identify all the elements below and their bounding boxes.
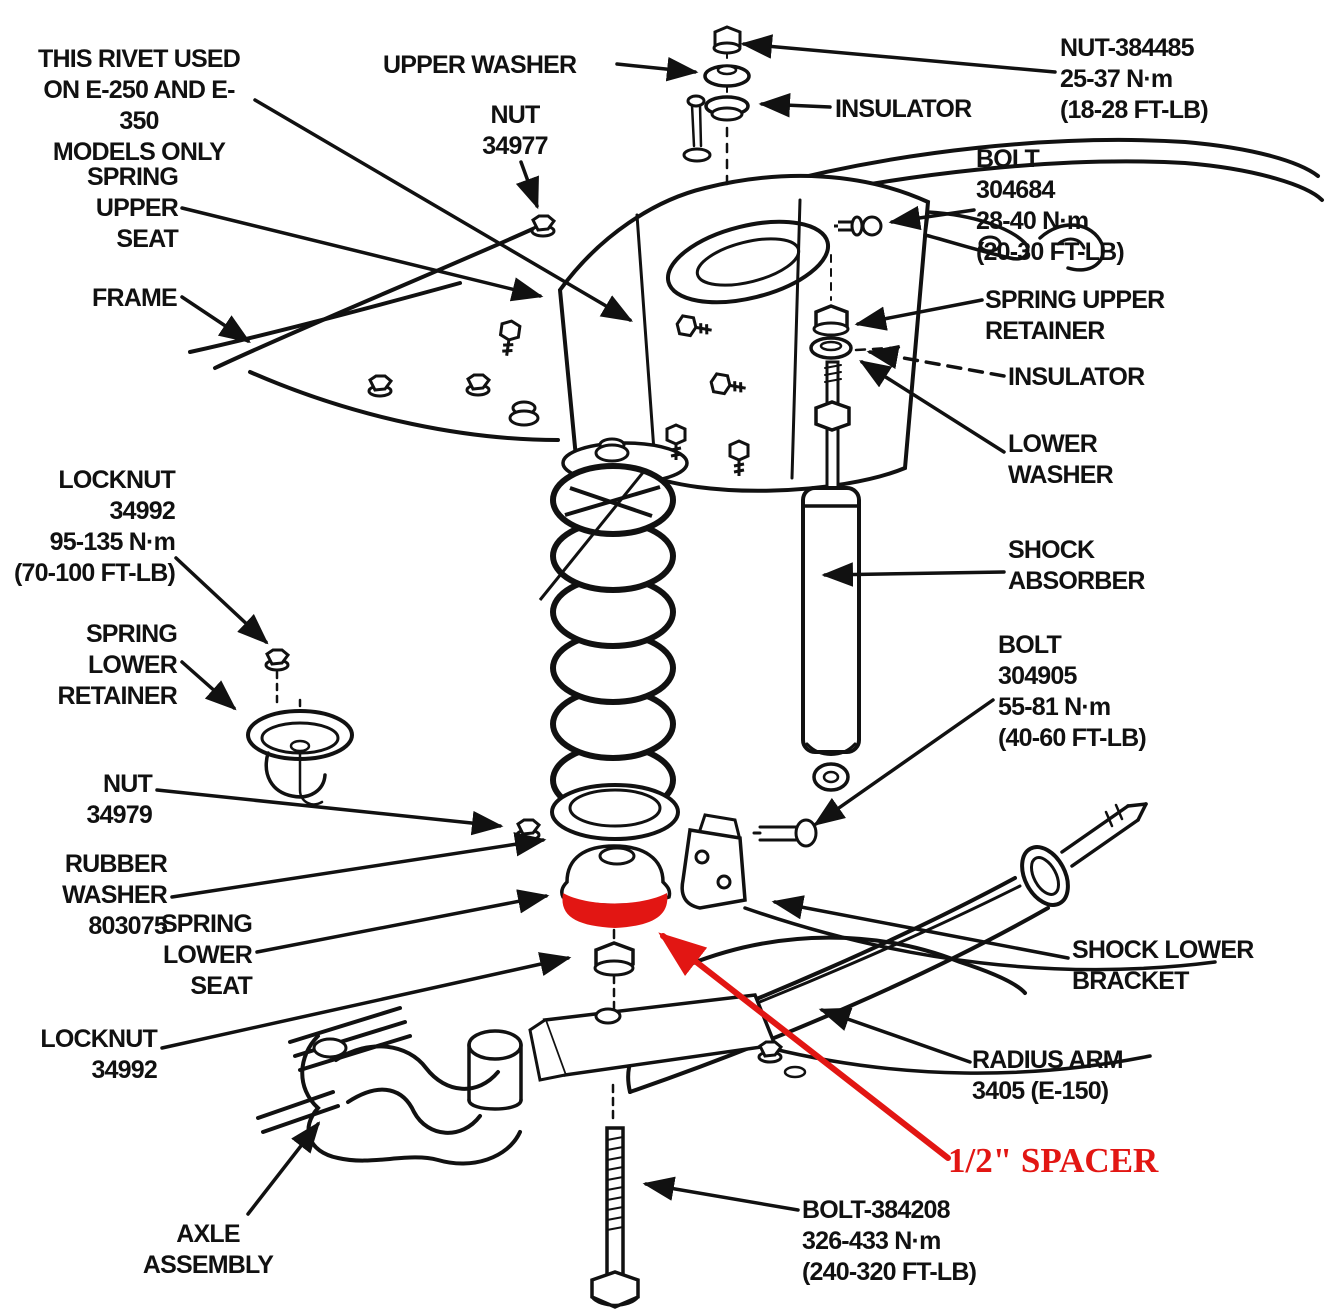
label-spring-upper-seat: SPRING UPPER SEAT [86, 163, 179, 253]
label-locknut-upper: LOCKNUT 34992 95-135 N·m (70-100 FT-LB) [13, 466, 176, 587]
label-insulator-right: INSULATOR [1008, 363, 1145, 391]
leader-spring-lower-seat [255, 889, 550, 954]
label-bolt-384208: BOLT-384208 326-433 N·m (240-320 FT-LB) [802, 1196, 977, 1286]
leader-rubber-washer [170, 832, 547, 899]
rivet-part [686, 94, 706, 108]
leader-insulator-top [758, 92, 832, 118]
leader-nut-34977 [515, 160, 539, 210]
label-insulator-top: INSULATOR [835, 95, 972, 123]
leader-spring-lower-retainer [180, 660, 237, 711]
label-bolt-304684: BOLT 304684 28-40 N·m (20-30 FT-LB) [976, 145, 1125, 266]
leader-insulator-right [866, 344, 1006, 378]
label-bolt-304905: BOLT 304905 55-81 N·m (40-60 FT-LB) [998, 631, 1147, 752]
nut-34977-part [530, 214, 556, 238]
leader-spring-upper-retainer [854, 298, 984, 331]
label-upper-washer: UPPER WASHER [383, 51, 577, 79]
half-inch-spacer-highlight [562, 893, 668, 928]
label-half-inch-spacer: 1/2" SPACER [948, 1141, 1159, 1180]
label-spring-lower-seat: SPRING LOWER SEAT [160, 910, 253, 1000]
bolt-304905-part [752, 818, 818, 848]
label-shock-absorber: SHOCK ABSORBER [1008, 536, 1145, 595]
label-radius-arm: RADIUS ARM 3405 (E-150) [972, 1046, 1124, 1105]
leader-nut-384485 [740, 34, 1057, 74]
label-nut-34977: NUT 34977 [482, 101, 548, 160]
leader-upper-washer [615, 56, 699, 82]
label-nut-34979: NUT 34979 [86, 770, 152, 829]
leader-locknut-upper [174, 556, 269, 645]
bolt-384208-drawing [590, 1083, 640, 1309]
label-rivet-note: THIS RIVET USED ON E-250 AND E-350 MODEL… [38, 45, 241, 166]
insulator-right-part [809, 336, 853, 360]
leader-rivet-note [253, 98, 634, 322]
leader-spacer-red-arrow [658, 932, 951, 1161]
axle-assembly-drawing [256, 1006, 523, 1166]
label-spring-lower-retainer: SPRING LOWER RETAINER [57, 620, 177, 710]
locknut-upper-part [264, 648, 290, 672]
leader-locknut-lower [160, 952, 572, 1050]
label-locknut-lower: LOCKNUT 34992 [40, 1025, 157, 1084]
shock-absorber-drawing [801, 360, 861, 792]
label-frame: FRAME [92, 284, 178, 312]
label-lower-washer: LOWER WASHER [1008, 430, 1114, 489]
leader-spring-upper-seat [180, 206, 544, 302]
leader-axle-assembly [246, 1121, 321, 1216]
lower-retainer-drawing [246, 648, 354, 806]
lower-seat-stack-drawing [550, 783, 680, 1010]
leader-arrows [155, 34, 1070, 1216]
bolt-304684-part [834, 215, 883, 237]
label-nut-384485: NUT-384485 25-37 N·m (18-28 FT-LB) [1060, 34, 1209, 124]
leader-radius-arm [818, 1007, 972, 1064]
coil-spring-drawing [538, 441, 689, 817]
label-spring-upper-retainer: SPRING UPPER RETAINER [985, 286, 1165, 345]
shock-lower-bracket-drawing [680, 813, 818, 910]
leader-frame [180, 295, 251, 343]
leader-shock-absorber [821, 562, 1006, 587]
label-shock-lower-bracket: SHOCK LOWER BRACKET [1072, 936, 1254, 995]
leader-bolt-304684 [888, 205, 976, 231]
leader-shock-lower-bracket [771, 895, 1070, 960]
nut-34979-part [515, 818, 541, 842]
leader-nut-34979 [155, 788, 504, 836]
radius-arm-rear-plate [528, 993, 807, 1082]
radius-arm-drawing [528, 802, 1217, 1094]
label-axle-assembly: AXLE ASSEMBLY [142, 1220, 274, 1279]
leader-lower-washer [859, 360, 1006, 454]
spring-tower-bracket-drawing [557, 126, 1105, 493]
leader-bolt-304905 [813, 698, 995, 827]
upper-mount-stack-drawing [682, 25, 751, 163]
label-rubber-washer: RUBBER WASHER 803075 [62, 850, 168, 940]
bracket-hardware-drawing [367, 214, 883, 842]
leader-bolt-384208 [642, 1176, 800, 1212]
